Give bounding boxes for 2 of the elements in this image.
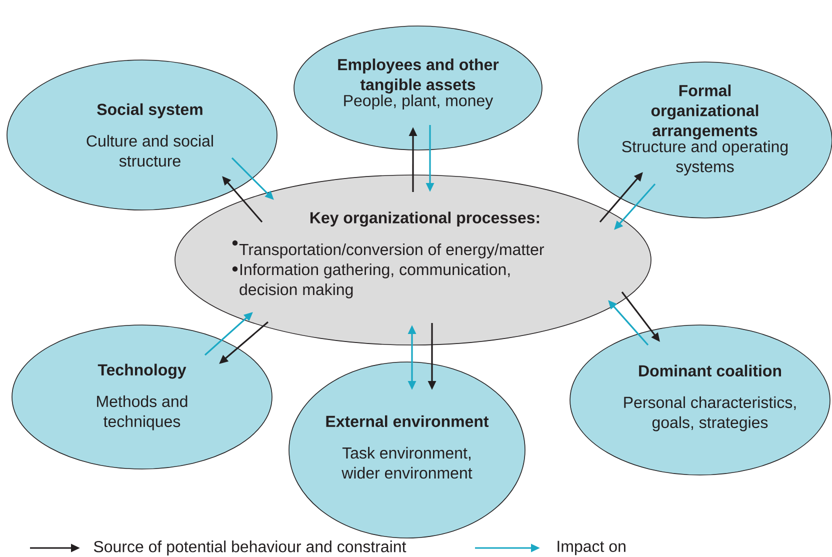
legend-text: Source of potential behaviour and constraint [94,540,406,556]
legend-text: Impact on [558,540,626,556]
